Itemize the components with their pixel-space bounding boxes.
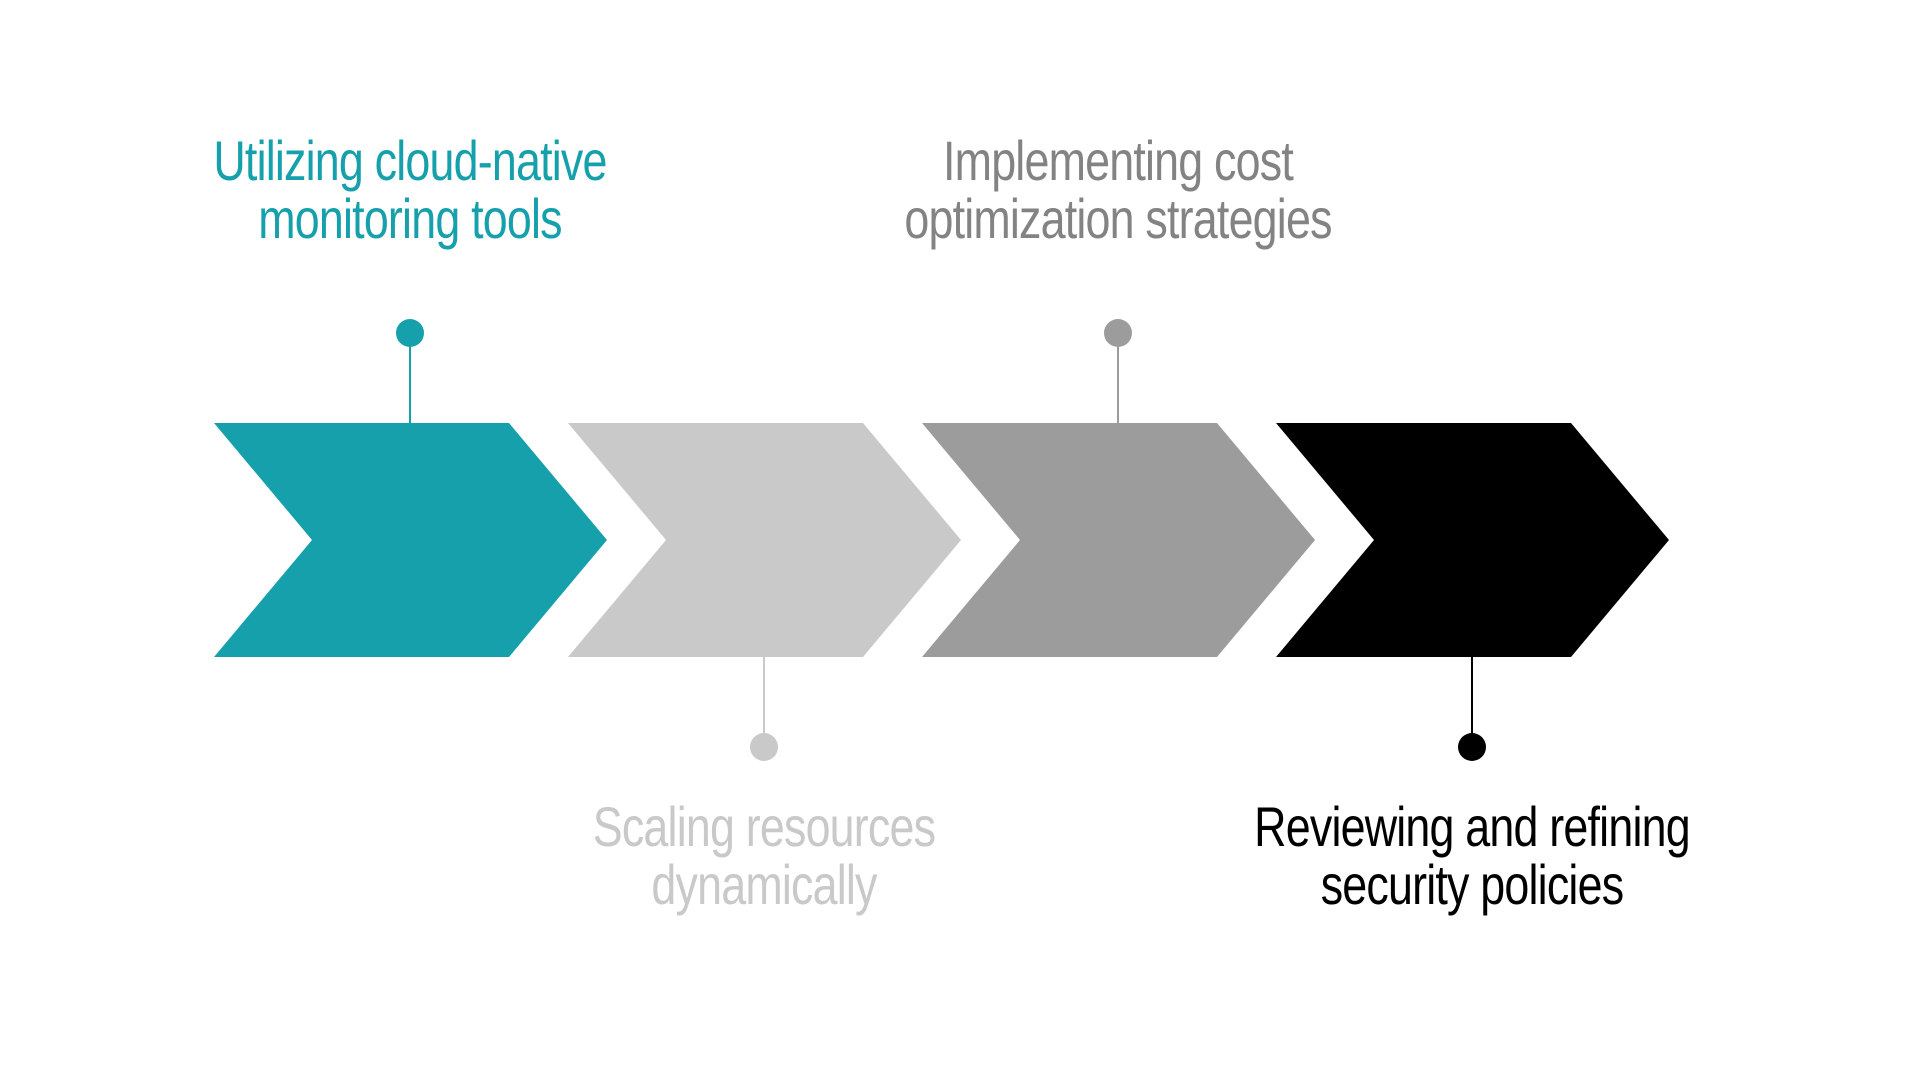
step-1-connector-dot [396, 319, 424, 347]
step-1-label-line1: Utilizing cloud-native [213, 129, 607, 192]
step-3-group [922, 319, 1315, 657]
step-3-label: Implementing cost optimization strategie… [904, 129, 1332, 250]
step-2-chevron-shape [568, 423, 961, 657]
step-4-label: Reviewing and refining security policies [1254, 798, 1690, 914]
step-1-chevron-shape [214, 423, 607, 657]
step-3-label-line2: optimization strategies [904, 187, 1332, 250]
step-1-group [214, 319, 607, 657]
step-1-label-line2: monitoring tools [258, 187, 562, 250]
step-1-label: Utilizing cloud-native monitoring tools [213, 129, 607, 250]
step-4-label-line2: security policies [1320, 853, 1624, 916]
step-2-label: Scaling resources dynamically [592, 795, 936, 916]
step-2-label-line1: Scaling resources [592, 795, 936, 858]
step-4-label-line1: Reviewing and refining [1254, 795, 1690, 858]
step-2-label-line2: dynamically [651, 853, 877, 916]
step-2-group [568, 423, 961, 761]
step-4-group [1276, 423, 1669, 761]
step-4-connector-dot [1458, 733, 1486, 761]
step-3-label-line1: Implementing cost [943, 129, 1294, 192]
step-3-chevron-shape [922, 423, 1315, 657]
step-2-connector-dot [750, 733, 778, 761]
step-4-chevron-shape [1276, 423, 1669, 657]
step-3-connector-dot [1104, 319, 1132, 347]
